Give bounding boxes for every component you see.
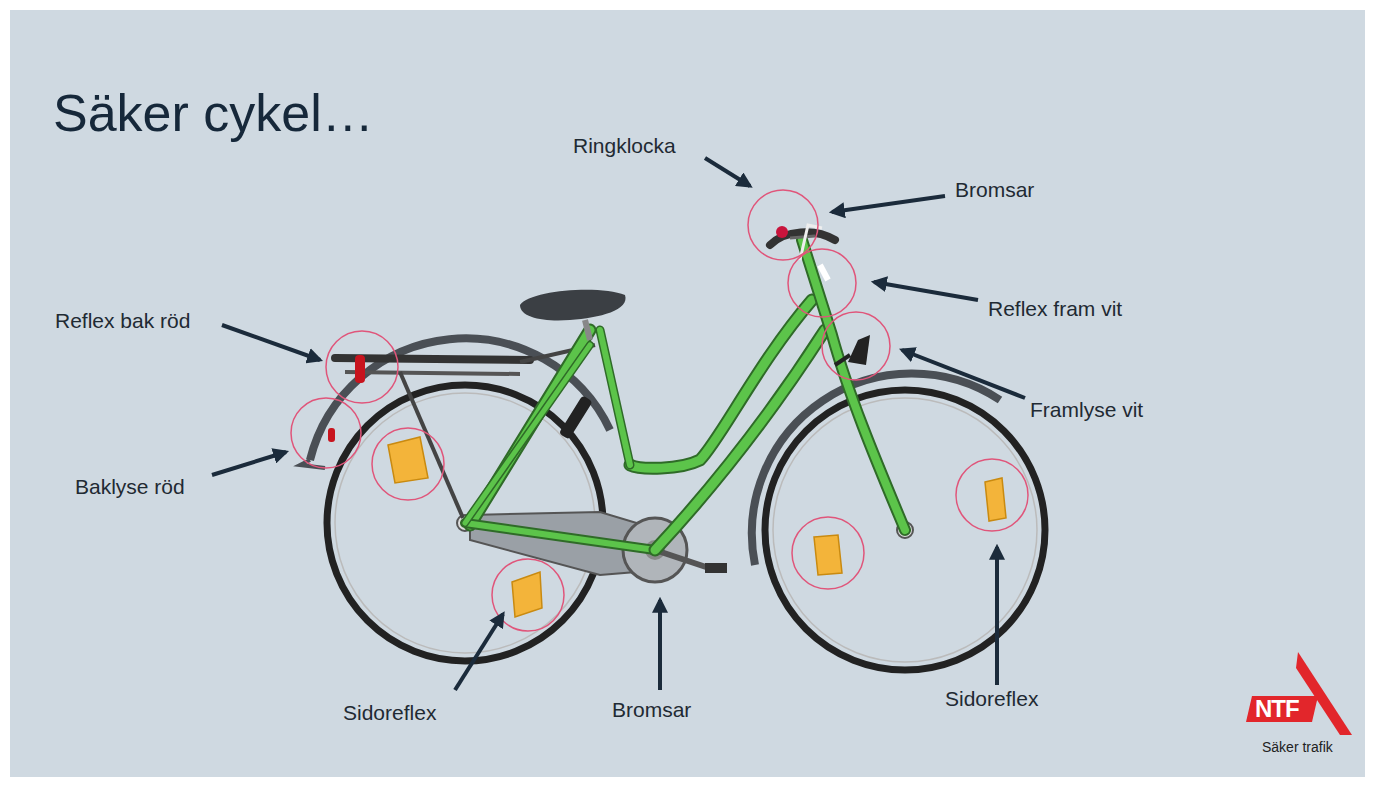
part-label: Reflex bak röd (55, 309, 190, 332)
highlight-circles (291, 190, 1028, 631)
bicycle-frame (465, 240, 905, 550)
rear-fender (310, 338, 610, 460)
front-reflector (820, 265, 828, 280)
diagram-title: Säker cykel… (53, 85, 374, 142)
part-label: Framlyse vit (1030, 398, 1143, 421)
saddle (520, 290, 626, 321)
part-label: Bromsar (955, 178, 1034, 201)
part-label: Ringklocka (573, 134, 676, 157)
pedal (705, 563, 727, 573)
rear-reflector (355, 355, 365, 383)
spoke-reflectors (388, 437, 1006, 617)
handlebar (770, 225, 835, 280)
rear-light (328, 428, 335, 442)
leader-arrows (212, 158, 1025, 690)
part-label: Sidoreflex (945, 687, 1038, 710)
bell (776, 226, 788, 238)
part-label: Baklyse röd (75, 475, 185, 498)
part-label: Sidoreflex (343, 701, 436, 724)
ntf-logo (1246, 652, 1352, 735)
front-light (848, 335, 870, 365)
part-label: Bromsar (612, 698, 691, 721)
logo-tagline: Säker trafik (1262, 740, 1333, 755)
luggage-rack (328, 345, 595, 518)
logo-text: NTF (1255, 696, 1299, 722)
part-label: Reflex fram vit (988, 297, 1122, 320)
